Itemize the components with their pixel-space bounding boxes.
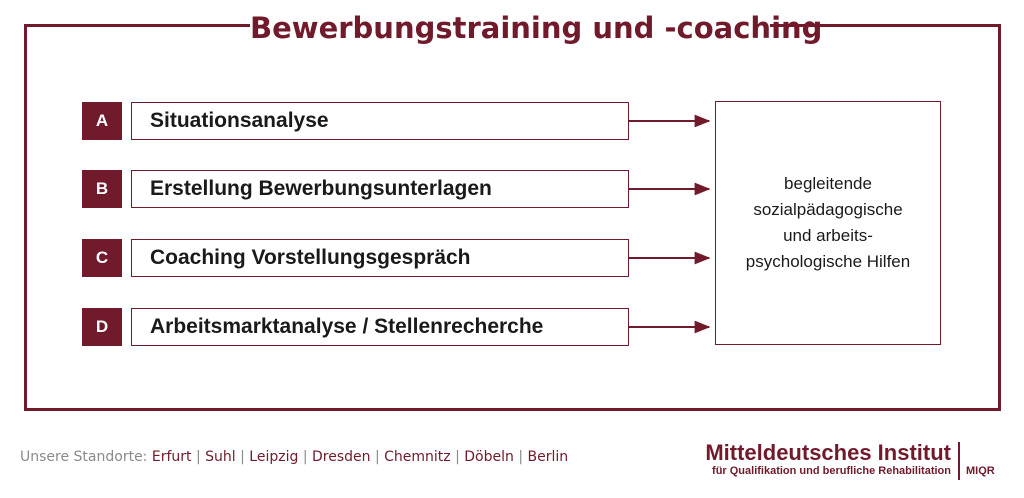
logo-divider [958, 442, 960, 480]
location-chemnitz: Chemnitz [384, 449, 451, 465]
separator: | [240, 449, 245, 465]
logo-abbreviation: MIQR [966, 465, 995, 477]
step-letter-badge: D [82, 308, 122, 346]
step-label: Arbeitsmarktanalyse / Stellenrecherche [131, 308, 629, 346]
separator: | [374, 449, 380, 465]
locations-prefix: Unsere Standorte: [20, 449, 148, 465]
separator: | [195, 449, 201, 465]
separator: | [518, 449, 524, 465]
step-letter-badge: B [82, 170, 122, 208]
location-suhl: Suhl [205, 449, 236, 465]
support-text: begleitende sozialpädagogische und arbei… [745, 174, 911, 271]
step-label: Coaching Vorstellungsgespräch [131, 239, 629, 277]
support-box: begleitende sozialpädagogische und arbei… [715, 101, 941, 345]
location-erfurt: Erfurt [151, 449, 192, 465]
diagram-title: Bewerbungstraining und -coaching [250, 6, 822, 50]
location-dresden: Dresden [312, 449, 371, 465]
logo-subtitle: für Qualifikation und berufliche Rehabil… [712, 465, 951, 477]
location-doebeln: Döbeln [464, 449, 514, 465]
separator: | [455, 449, 460, 465]
step-label: Erstellung Bewerbungsunterlagen [131, 170, 629, 208]
location-berlin: Berlin [527, 449, 569, 465]
logo-name: Mitteldeutsches Institut [705, 440, 951, 465]
location-leipzig: Leipzig [249, 449, 299, 465]
separator: | [302, 449, 308, 465]
locations-footer: Unsere Standorte: Erfurt | Suhl | Leipzi… [20, 449, 568, 465]
step-letter-badge: C [82, 239, 122, 277]
step-label: Situationsanalyse [131, 102, 629, 140]
step-letter-badge: A [82, 102, 122, 140]
